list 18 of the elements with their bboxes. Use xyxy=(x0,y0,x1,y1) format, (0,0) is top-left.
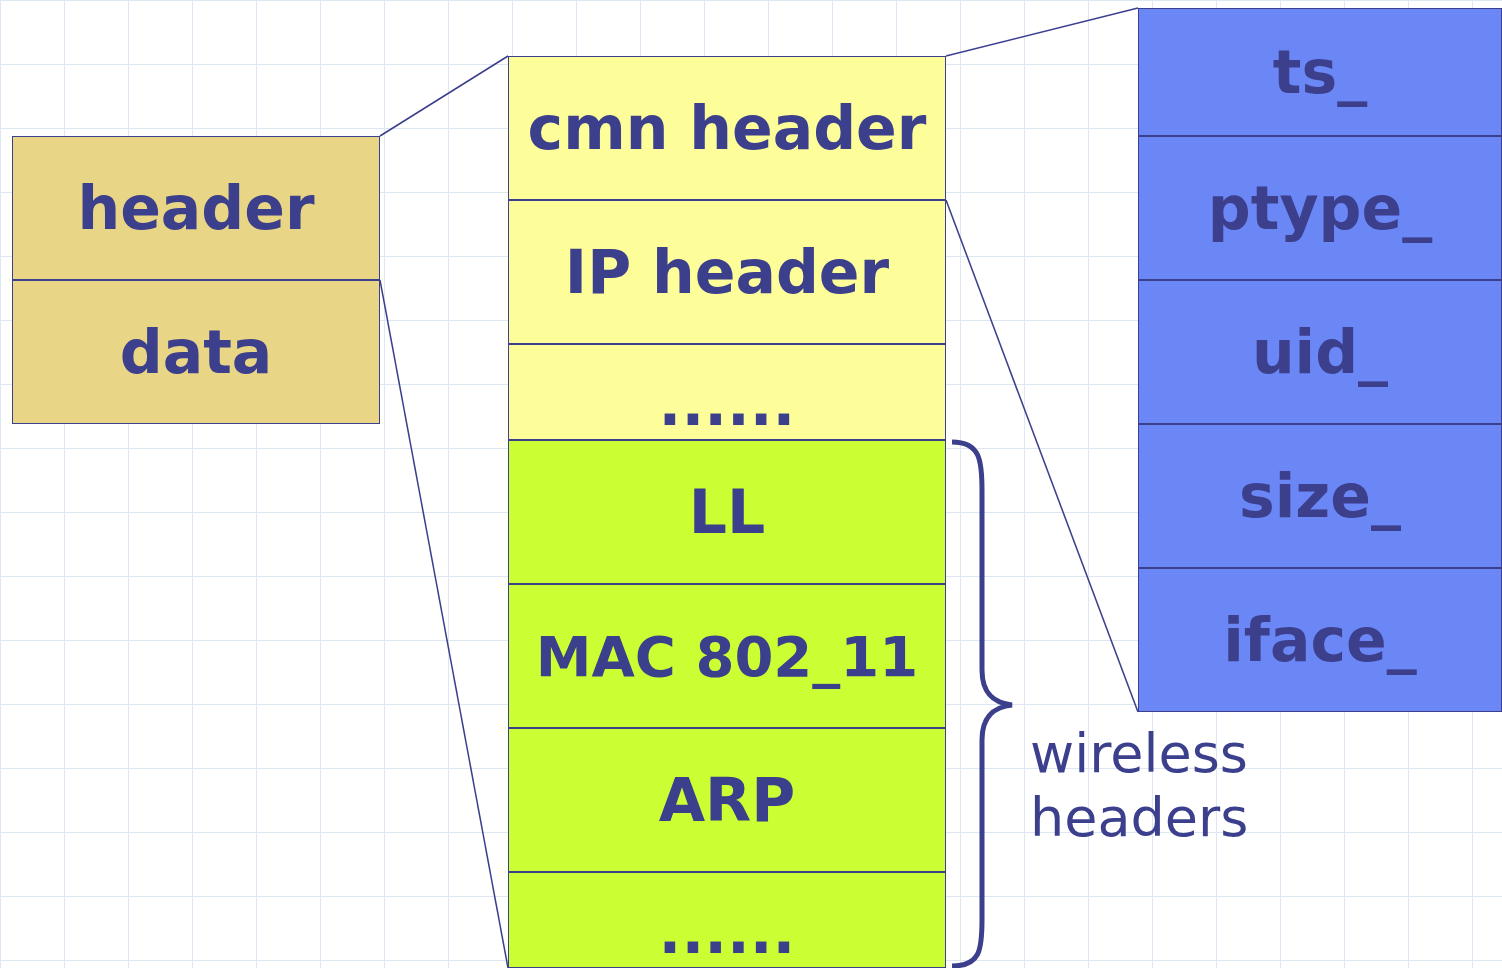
brace-label: wireless headers xyxy=(1030,722,1250,850)
packet-field: size_ xyxy=(1138,424,1502,568)
packet-field: uid_ xyxy=(1138,280,1502,424)
packet-field: data xyxy=(12,280,380,424)
packet-field: ts_ xyxy=(1138,8,1502,136)
packet-field: header xyxy=(12,136,380,280)
zoom-line xyxy=(379,55,509,137)
packet-field: ...... xyxy=(508,344,946,440)
zoom-line xyxy=(945,199,1139,713)
packet-field: iface_ xyxy=(1138,568,1502,712)
packet-field: ptype_ xyxy=(1138,136,1502,280)
packet-field: ...... xyxy=(508,872,946,968)
packet-field: cmn header xyxy=(508,56,946,200)
packet-field: MAC 802_11 xyxy=(508,584,946,728)
packet-field: LL xyxy=(508,440,946,584)
packet-field: IP header xyxy=(508,200,946,344)
zoom-line xyxy=(945,7,1139,57)
packet-field: ARP xyxy=(508,728,946,872)
